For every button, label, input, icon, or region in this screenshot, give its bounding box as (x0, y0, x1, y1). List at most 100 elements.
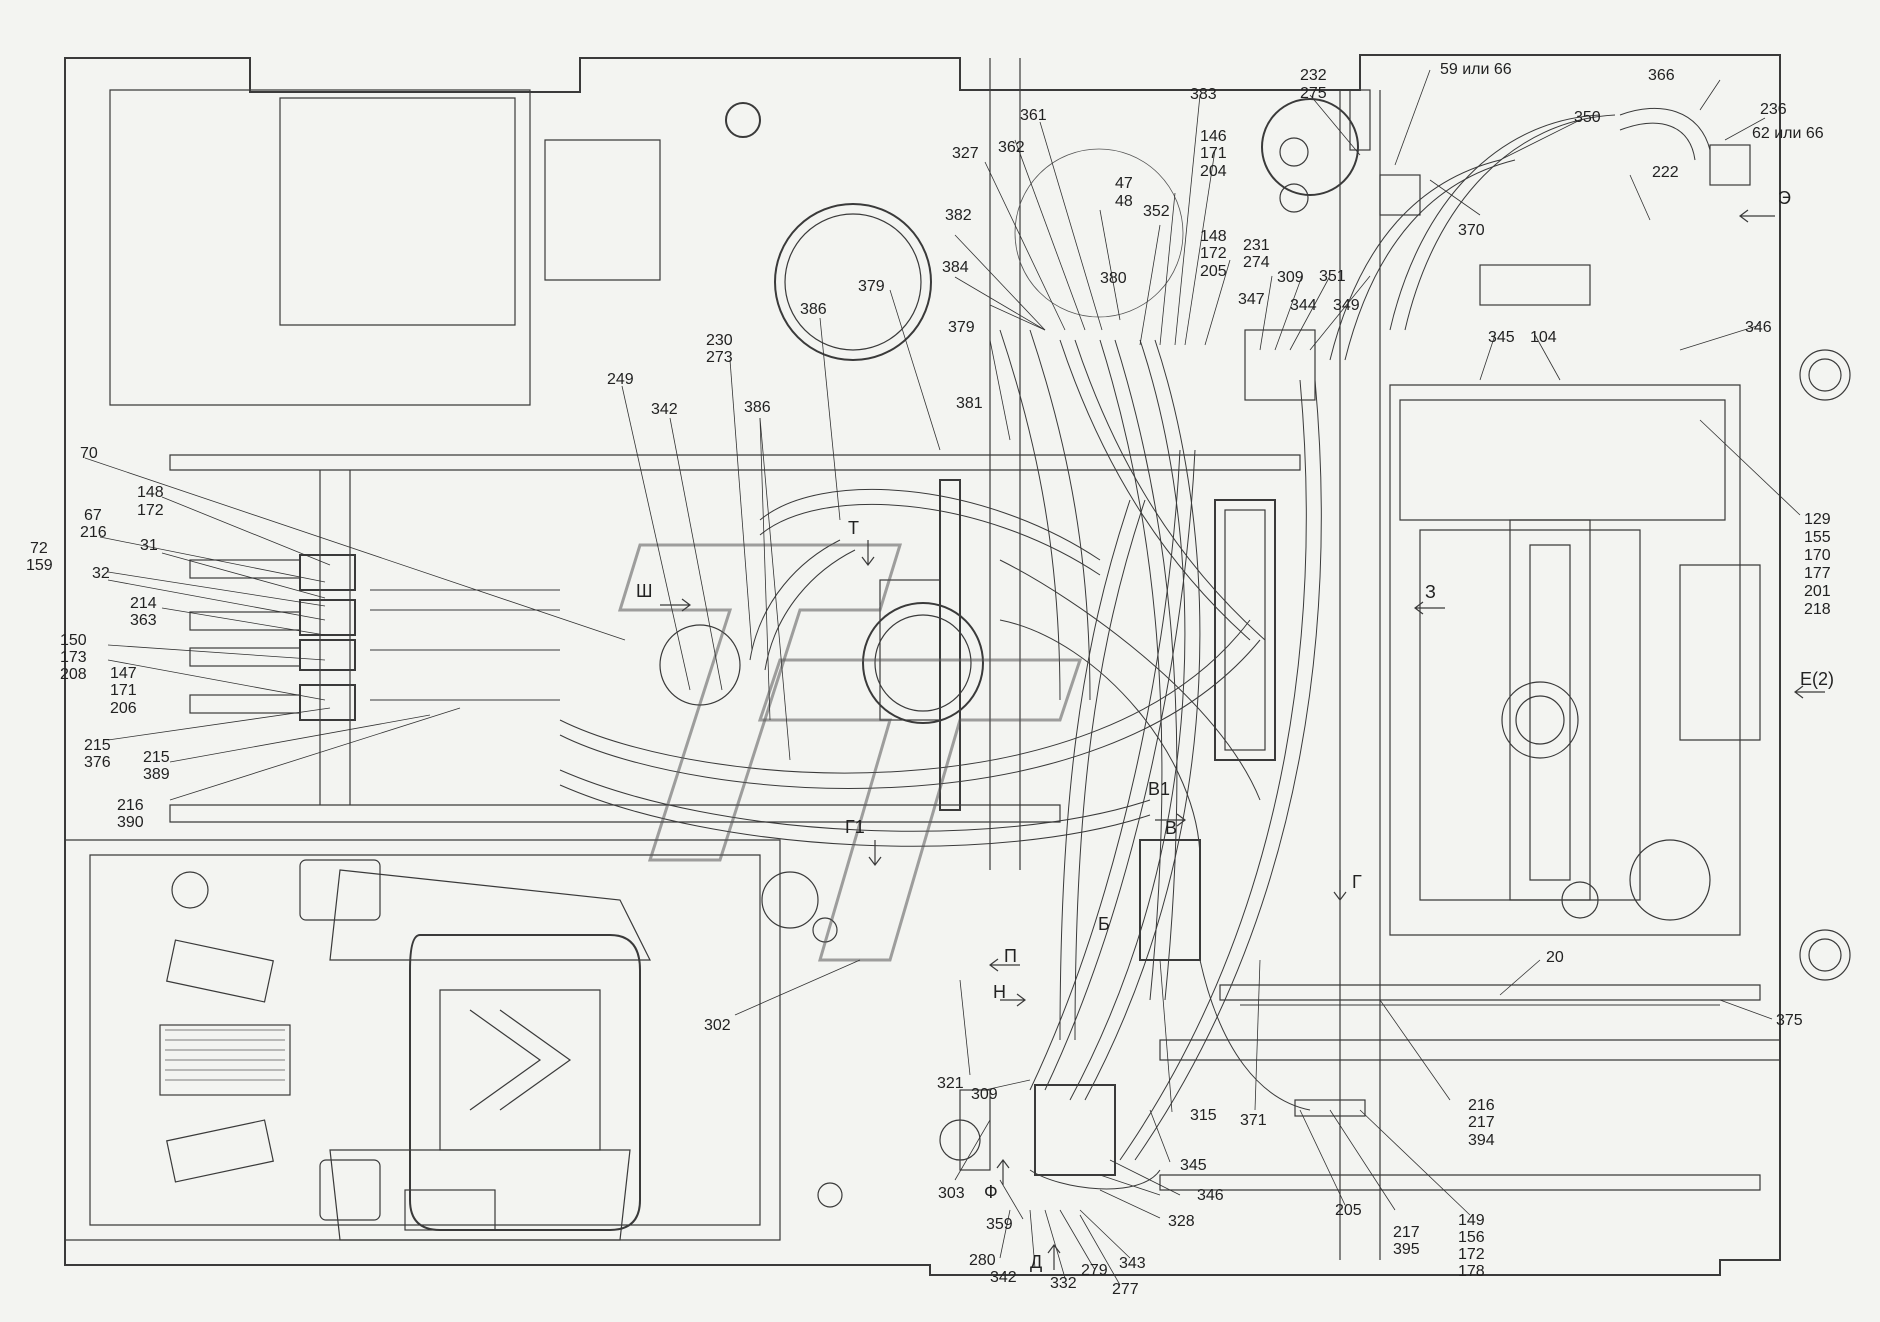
view-marker-sh: Ш (636, 581, 653, 601)
view-marker-e: Э (1778, 188, 1791, 208)
label-303: 303 (938, 1185, 965, 1202)
label-346-a: 346 (1745, 319, 1772, 336)
label-274: 274 (1243, 254, 1270, 271)
label-382: 382 (945, 207, 972, 224)
label-172-c: 172 (1458, 1246, 1485, 1263)
label-273: 273 (706, 349, 733, 366)
label-394: 394 (1468, 1132, 1495, 1149)
label-72: 72 (30, 540, 48, 557)
view-arrows (660, 209, 1825, 1270)
label-362: 362 (998, 139, 1025, 156)
label-249: 249 (607, 371, 634, 388)
view-marker-z: З (1425, 582, 1436, 602)
label-349: 349 (1333, 297, 1360, 314)
label-129: 129 (1804, 511, 1831, 528)
label-302: 302 (704, 1017, 731, 1034)
label-217-a: 217 (1468, 1114, 1495, 1131)
label-351: 351 (1319, 268, 1346, 285)
frame-outline (64, 54, 1781, 1276)
label-347: 347 (1238, 291, 1265, 308)
label-147: 147 (110, 665, 137, 682)
label-232: 232 (1300, 67, 1327, 84)
label-178: 178 (1458, 1263, 1485, 1280)
view-marker-labels: Э Е(2) З Т Ш В1 В Г1 Г Б П Н Ф Д (636, 188, 1834, 1272)
label-395: 395 (1393, 1241, 1420, 1258)
label-171-b: 171 (110, 682, 137, 699)
label-20: 20 (1546, 949, 1564, 966)
operator-seat (159, 859, 651, 1241)
label-205-b: 205 (1335, 1202, 1362, 1219)
label-171-a: 171 (1200, 145, 1227, 162)
label-309-a: 309 (1277, 269, 1304, 286)
label-332: 332 (1050, 1275, 1077, 1292)
label-345-b: 345 (1180, 1157, 1207, 1174)
part-labels: 59 или 66 366 232 275 236 62 или 66 350 … (26, 61, 1831, 1298)
view-marker-g: Г (1352, 872, 1362, 892)
label-379-a: 379 (858, 278, 885, 295)
label-172-b: 172 (137, 502, 164, 519)
label-32: 32 (92, 565, 110, 582)
label-47: 47 (1115, 175, 1133, 192)
view-marker-e2: Е(2) (1800, 669, 1834, 689)
label-150: 150 (60, 632, 87, 649)
label-70: 70 (80, 445, 98, 462)
label-359: 359 (986, 1216, 1013, 1233)
label-386-a: 386 (800, 301, 827, 318)
label-59-or-66: 59 или 66 (1440, 61, 1512, 78)
label-280: 280 (969, 1252, 996, 1269)
label-216-c: 216 (1468, 1097, 1495, 1114)
label-31: 31 (140, 537, 158, 554)
view-marker-f: Ф (984, 1182, 998, 1202)
view-marker-b: Б (1098, 914, 1110, 934)
label-383: 383 (1190, 86, 1217, 103)
label-375: 375 (1776, 1012, 1803, 1029)
label-149: 149 (1458, 1212, 1485, 1229)
label-148-a: 148 (1200, 228, 1227, 245)
label-363: 363 (130, 612, 157, 629)
label-205-a: 205 (1200, 263, 1227, 280)
label-215-a: 215 (84, 737, 111, 754)
view-marker-p: П (1004, 946, 1017, 966)
label-231: 231 (1243, 237, 1270, 254)
label-315: 315 (1190, 1107, 1217, 1124)
label-217-b: 217 (1393, 1224, 1420, 1241)
label-177: 177 (1804, 565, 1831, 582)
label-216-a: 216 (80, 524, 107, 541)
label-328: 328 (1168, 1213, 1195, 1230)
label-279: 279 (1081, 1262, 1108, 1279)
label-215-b: 215 (143, 749, 170, 766)
label-170: 170 (1804, 547, 1831, 564)
label-342-a: 342 (651, 401, 678, 418)
label-342-b: 342 (990, 1269, 1017, 1286)
valve-blocks (879, 89, 1751, 1176)
round-parts (171, 98, 1851, 1208)
label-371: 371 (1240, 1112, 1267, 1129)
view-marker-v: В (1165, 818, 1177, 838)
label-148-b: 148 (137, 484, 164, 501)
label-104: 104 (1530, 329, 1557, 346)
view-marker-n: Н (993, 982, 1006, 1002)
label-344: 344 (1290, 297, 1317, 314)
label-156: 156 (1458, 1229, 1485, 1246)
view-marker-g1: Г1 (845, 817, 865, 837)
label-236: 236 (1760, 101, 1787, 118)
quick-couplings (189, 554, 356, 721)
view-marker-v1: В1 (1148, 779, 1170, 799)
view-marker-t: Т (848, 518, 859, 538)
label-214: 214 (130, 595, 157, 612)
hose-bundles (370, 108, 1720, 1190)
label-216-b: 216 (117, 797, 144, 814)
view-marker-d: Д (1030, 1252, 1042, 1272)
leader-lines (84, 69, 1801, 1286)
label-361: 361 (1020, 107, 1047, 124)
label-384: 384 (942, 259, 969, 276)
label-390: 390 (117, 814, 144, 831)
label-218: 218 (1804, 601, 1831, 618)
label-201: 201 (1804, 583, 1831, 600)
label-48: 48 (1115, 193, 1133, 210)
label-206: 206 (110, 700, 137, 717)
label-321: 321 (937, 1075, 964, 1092)
label-277: 277 (1112, 1281, 1139, 1298)
label-155: 155 (1804, 529, 1831, 546)
